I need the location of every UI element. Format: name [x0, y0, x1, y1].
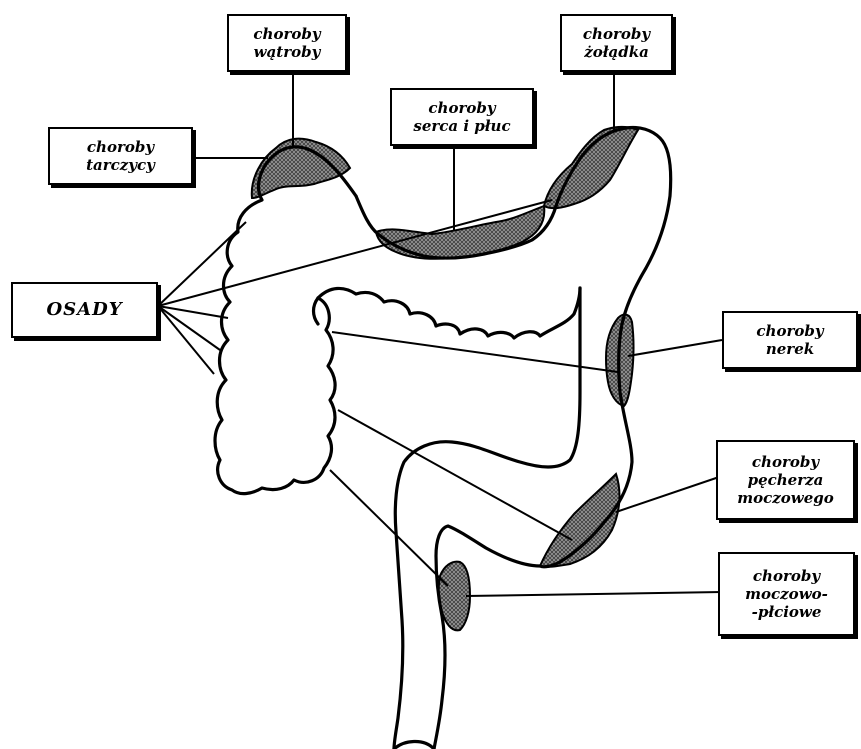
connector-osady-3	[158, 306, 228, 318]
label-osady: OSADY	[11, 282, 158, 338]
region-heart-lungs	[376, 206, 544, 259]
colon-inner-ascending-edge	[314, 298, 319, 324]
label-tarczycy-line2: tarczycy	[86, 156, 155, 174]
label-choroby-serca: choroby serca i płuc	[390, 88, 534, 146]
colon-lower-outer-outline	[434, 526, 540, 749]
colon-outer-outline	[215, 147, 356, 494]
label-watroby-line2: wątroby	[254, 43, 321, 61]
connector-nerek	[628, 340, 722, 356]
label-pecherza-line3: moczowego	[737, 489, 833, 507]
label-tarczycy-line1: choroby	[87, 138, 154, 156]
label-nerek-line2: nerek	[766, 340, 814, 358]
label-moczowo-line2: moczowo-	[745, 585, 828, 603]
label-osady-text: OSADY	[46, 301, 122, 319]
label-pecherza-line2: pęcherza	[748, 471, 824, 489]
rectum-end-outline	[394, 741, 434, 749]
connector-pecherza	[616, 476, 722, 512]
label-serca-line2: serca i płuc	[413, 117, 510, 135]
label-serca-line1: choroby	[428, 99, 495, 117]
label-choroby-pecherza: choroby pęcherza moczowego	[716, 440, 855, 520]
sediment-line-urogenital	[330, 470, 448, 586]
label-nerek-line1: choroby	[756, 322, 823, 340]
label-moczowo-line3: -płciowe	[752, 603, 822, 621]
label-choroby-watroby: choroby wątroby	[227, 14, 347, 72]
label-watroby-line1: choroby	[253, 25, 320, 43]
label-moczowo-line1: choroby	[753, 567, 820, 585]
label-zoladka-line1: choroby	[583, 25, 650, 43]
sediment-line-kidney	[332, 332, 618, 372]
label-choroby-nerek: choroby nerek	[722, 311, 858, 369]
label-choroby-moczowo: choroby moczowo- -płciowe	[718, 552, 855, 636]
colon-outline	[215, 127, 671, 749]
label-zoladka-line2: żołądka	[584, 43, 649, 61]
sediment-line-bladder	[338, 410, 572, 540]
label-choroby-tarczycy: choroby tarczycy	[48, 127, 193, 185]
label-pecherza-line1: choroby	[752, 453, 819, 471]
connector-moczowo	[466, 592, 722, 596]
colon-inner-right-outline	[394, 288, 580, 749]
connector-lines	[158, 72, 722, 596]
colon-inner-transverse-outline	[318, 288, 580, 338]
label-choroby-zoladka: choroby żołądka	[560, 14, 673, 72]
